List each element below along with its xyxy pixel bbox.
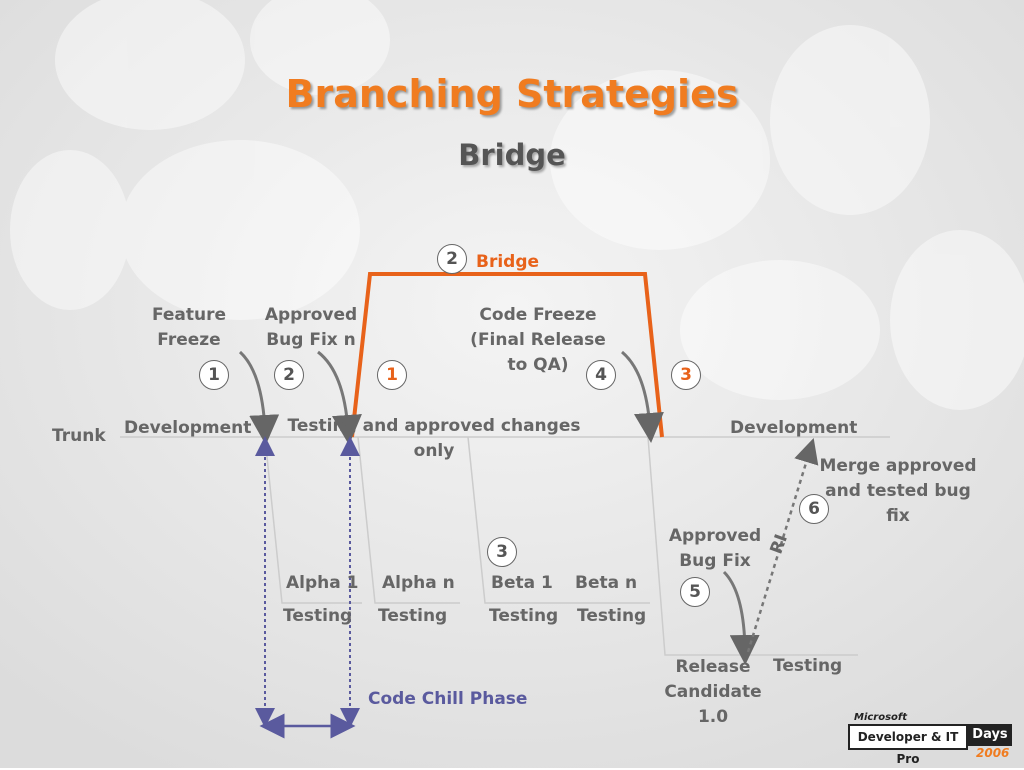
testing-approved-label: Testing and approved changes only [287, 416, 581, 461]
event-days: Days [968, 724, 1012, 746]
event-year: 2006 [976, 746, 1010, 760]
approved-bugfix-low-label: Approved Bug Fix [668, 526, 762, 571]
testing-rc-label: Testing [773, 656, 843, 676]
bridge-line [350, 272, 664, 438]
release-candidate-label: Release Candidate 1.0 [664, 657, 762, 727]
badge-4: 4 [586, 360, 616, 390]
badge-2: 2 [274, 360, 304, 390]
approved-bugfix-top-label: Approved Bug Fix n [264, 305, 358, 350]
code-chill-label: Code Chill Phase [368, 689, 528, 709]
testing-betan-label: Testing [577, 606, 647, 626]
beta1-label: Beta 1 [491, 573, 553, 593]
arrow-code-freeze [621, 350, 664, 443]
alphan-branch [357, 436, 460, 604]
testing-alpha1-label: Testing [283, 606, 353, 626]
event-name: Developer & IT Pro [848, 724, 968, 766]
badge-1: 1 [199, 360, 229, 390]
testing-alphan-label: Testing [378, 606, 448, 626]
development-right-label: Development [730, 418, 858, 438]
slide-title: Branching Strategies [285, 72, 739, 116]
feature-freeze-label: Feature Freeze [151, 305, 227, 350]
development-left-label: Development [124, 418, 252, 438]
event-logo: Microsoft Developer & IT Pro Days 2006 [848, 712, 1016, 766]
arrow-approved-bugfix-low [722, 570, 760, 665]
arrow-feature-freeze [238, 350, 280, 445]
testing-beta1-label: Testing [489, 606, 559, 626]
ri-arrow [746, 438, 819, 653]
slide-subtitle: Bridge [458, 138, 566, 172]
microsoft-logo-text: Microsoft [854, 712, 908, 723]
merge-label: Merge approved and tested bug fix [819, 456, 977, 526]
alpha1-label: Alpha 1 [286, 573, 359, 593]
badge-3: 3 [487, 537, 517, 567]
arrow-approved-bugfix-top [317, 350, 362, 445]
badge-orange-1: 1 [377, 360, 407, 390]
badge-6: 6 [799, 494, 829, 524]
rc-branch [647, 436, 858, 656]
badge-5: 5 [680, 577, 710, 607]
badge-bridge: 2 [437, 244, 467, 274]
betan-label: Beta n [575, 573, 638, 593]
badge-orange-3: 3 [671, 360, 701, 390]
bridge-label: Bridge [476, 252, 540, 272]
alphan-label: Alpha n [382, 573, 455, 593]
trunk-label: Trunk [52, 426, 106, 446]
beta-branch [467, 436, 650, 604]
code-freeze-label: Code Freeze (Final Release to QA) [470, 305, 606, 375]
